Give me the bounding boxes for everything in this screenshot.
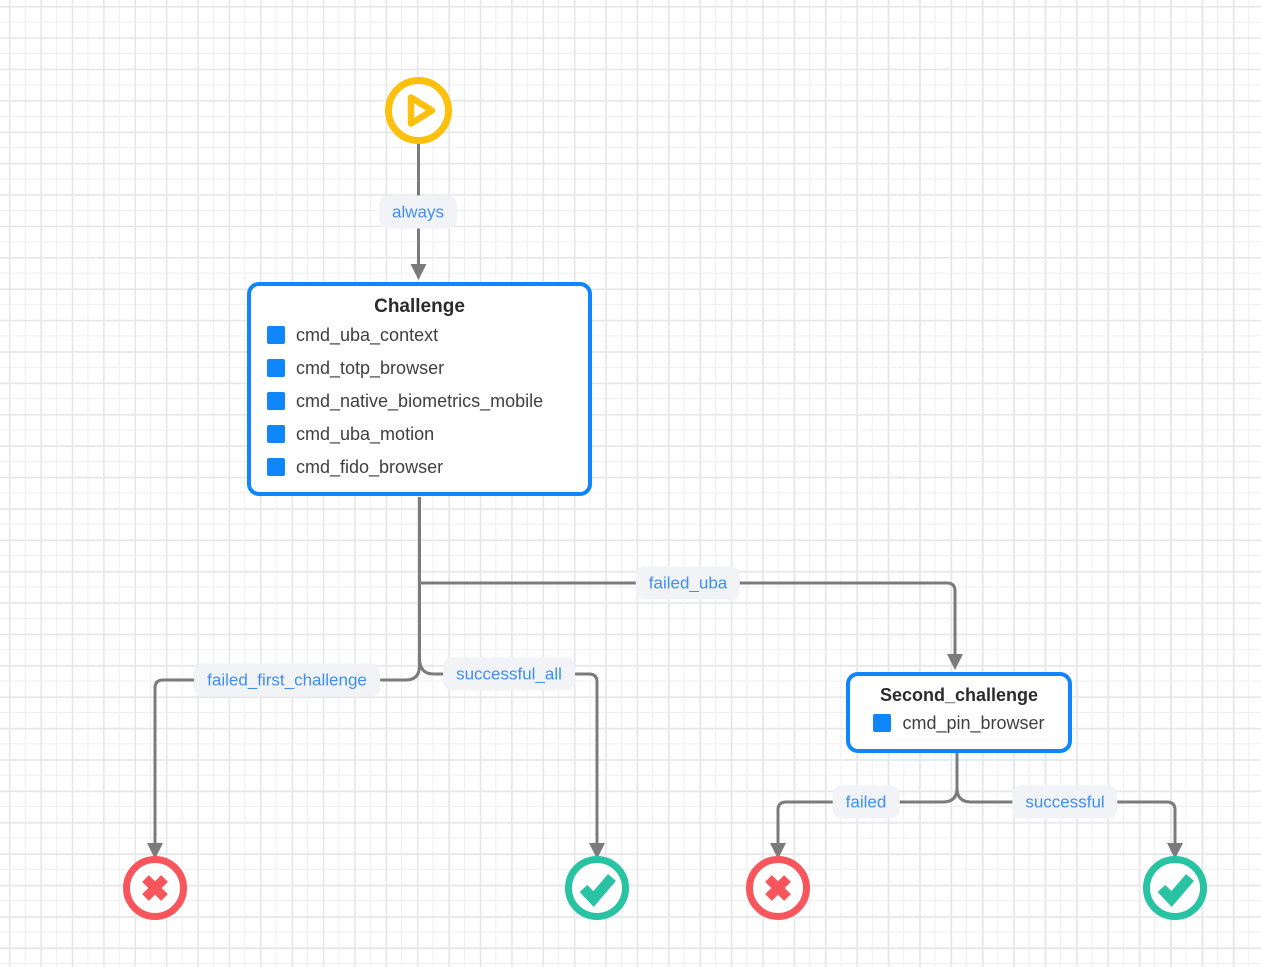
command-label: cmd_totp_browser: [296, 357, 445, 378]
start-node[interactable]: [384, 76, 453, 150]
arrowhead-icon: [1167, 843, 1183, 859]
command-row: cmd_uba_motion: [251, 418, 588, 451]
command-label: cmd_fido_browser: [296, 456, 444, 477]
terminal-successful-all[interactable]: [564, 855, 630, 926]
command-square-icon: [267, 326, 285, 345]
command-square-icon: [873, 714, 892, 732]
command-row: cmd_totp_browser: [251, 352, 588, 385]
arrowhead-icon: [589, 843, 605, 859]
command-label: cmd_native_biometrics_mobile: [296, 390, 544, 411]
check-circle-icon: [1143, 856, 1207, 920]
command-label: cmd_uba_motion: [296, 423, 435, 444]
command-row: cmd_native_biometrics_mobile: [251, 385, 588, 418]
arrowhead-icon: [147, 843, 163, 859]
command-square-icon: [267, 392, 285, 411]
edge-label-failed[interactable]: failed: [832, 785, 900, 819]
edge-label-failed-uba[interactable]: failed_uba: [635, 566, 741, 600]
command-label: cmd_uba_context: [296, 324, 439, 345]
arrowhead-icon: [410, 264, 427, 280]
terminal-successful-second[interactable]: [1142, 855, 1208, 926]
edge-label-successful-all[interactable]: successful_all: [443, 657, 575, 691]
second-challenge-node[interactable]: Second_challenge cmd_pin_browser: [846, 672, 1072, 753]
terminal-failed-first-challenge[interactable]: [122, 855, 188, 926]
command-row: cmd_pin_browser: [850, 707, 1068, 740]
x-circle-icon: [746, 856, 810, 920]
edge-successful-all-line: [418, 657, 599, 843]
play-circle-icon: [385, 77, 452, 144]
command-square-icon: [267, 425, 285, 444]
arrowhead-icon: [770, 843, 786, 859]
challenge-node[interactable]: Challenge cmd_uba_context cmd_totp_brows…: [247, 282, 592, 496]
arrowhead-icon: [947, 654, 963, 670]
check-circle-icon: [565, 856, 629, 920]
command-label: cmd_pin_browser: [902, 712, 1045, 733]
x-circle-icon: [123, 856, 187, 920]
command-square-icon: [267, 359, 285, 378]
edge-failed-line: [776, 787, 959, 843]
terminal-failed-second[interactable]: [745, 855, 811, 926]
edge-failed-first-line: [153, 665, 421, 843]
edge-failed-uba-line: [419, 581, 957, 655]
command-row: cmd_fido_browser: [251, 451, 588, 484]
node-title: Second_challenge: [879, 685, 1039, 705]
edge-label-failed-first-challenge[interactable]: failed_first_challenge: [194, 663, 380, 697]
edge-successful-line: [955, 787, 1177, 843]
node-title: Challenge: [374, 296, 465, 317]
edge-label-successful[interactable]: successful: [1012, 785, 1118, 819]
command-square-icon: [267, 458, 285, 477]
edge-label-always[interactable]: always: [379, 195, 457, 229]
command-row: cmd_uba_context: [251, 319, 588, 352]
